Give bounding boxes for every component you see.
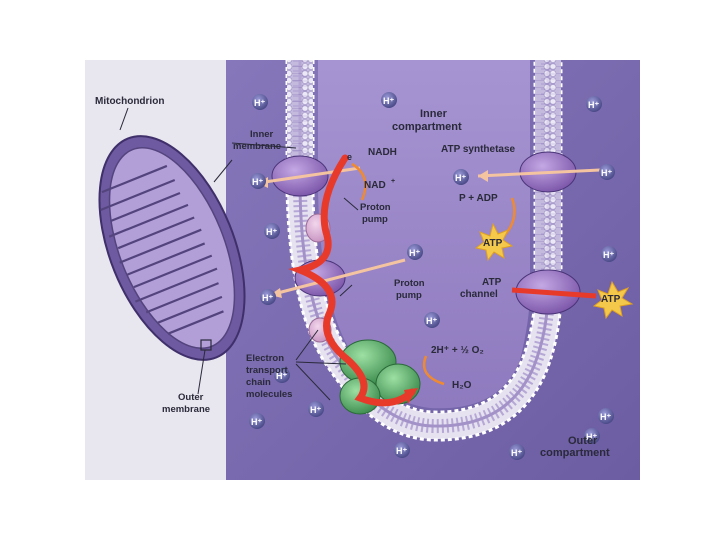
svg-text:H⁺: H⁺	[254, 98, 265, 108]
svg-text:H⁺: H⁺	[601, 168, 612, 178]
label-water-reactant: 2H⁺ + ½ O₂	[431, 345, 484, 356]
label-outer-compartment: Outer	[568, 435, 598, 447]
label-atp-star-2: ATP	[601, 294, 621, 305]
label-etc-1: Electron	[246, 353, 284, 364]
label-outer-compartment-2: compartment	[540, 447, 610, 459]
label-atp-synthetase: ATP synthetase	[441, 144, 516, 155]
label-outer-membrane-2: membrane	[162, 404, 210, 415]
label-etc-2: transport	[246, 365, 289, 376]
svg-text:H⁺: H⁺	[426, 316, 437, 326]
svg-text:H⁺: H⁺	[251, 417, 262, 427]
label-nad-superscript: +	[391, 178, 395, 185]
label-inner-compartment: Inner	[420, 108, 448, 120]
svg-text:H⁺: H⁺	[409, 248, 420, 258]
label-etc-4: molecules	[246, 389, 292, 400]
label-atp-channel: ATP	[482, 277, 502, 288]
label-nad: NAD	[364, 180, 386, 191]
label-inner-membrane-2: membrane	[233, 141, 281, 152]
svg-text:H⁺: H⁺	[383, 96, 394, 106]
label-electron: e	[347, 152, 352, 162]
label-mitochondrion: Mitochondrion	[95, 96, 164, 107]
label-nadh: NADH	[368, 147, 397, 158]
label-inner-compartment-2: compartment	[392, 121, 462, 133]
label-inner-membrane: Inner	[250, 129, 274, 140]
label-proton-pump-2b: pump	[396, 290, 422, 301]
svg-text:H⁺: H⁺	[310, 405, 321, 415]
svg-text:H⁺: H⁺	[511, 448, 522, 458]
label-atp-star-1: ATP	[483, 238, 503, 249]
label-proton-pump-2: Proton	[394, 278, 425, 289]
label-etc-3: chain	[246, 377, 271, 388]
label-p-adp: P + ADP	[459, 193, 498, 204]
svg-text:H⁺: H⁺	[262, 293, 273, 303]
svg-text:H⁺: H⁺	[266, 227, 277, 237]
svg-text:H⁺: H⁺	[252, 177, 263, 187]
svg-text:H⁺: H⁺	[600, 412, 611, 422]
label-atp-channel-2: channel	[460, 289, 498, 300]
label-outer-membrane: Outer	[178, 392, 204, 403]
svg-text:H⁺: H⁺	[588, 100, 599, 110]
svg-text:H⁺: H⁺	[603, 250, 614, 260]
label-proton-pump-1: Proton	[360, 202, 391, 213]
svg-text:H⁺: H⁺	[396, 446, 407, 456]
label-water-product: H₂O	[452, 380, 472, 391]
svg-text:H⁺: H⁺	[455, 173, 466, 183]
label-proton-pump-1b: pump	[362, 214, 388, 225]
